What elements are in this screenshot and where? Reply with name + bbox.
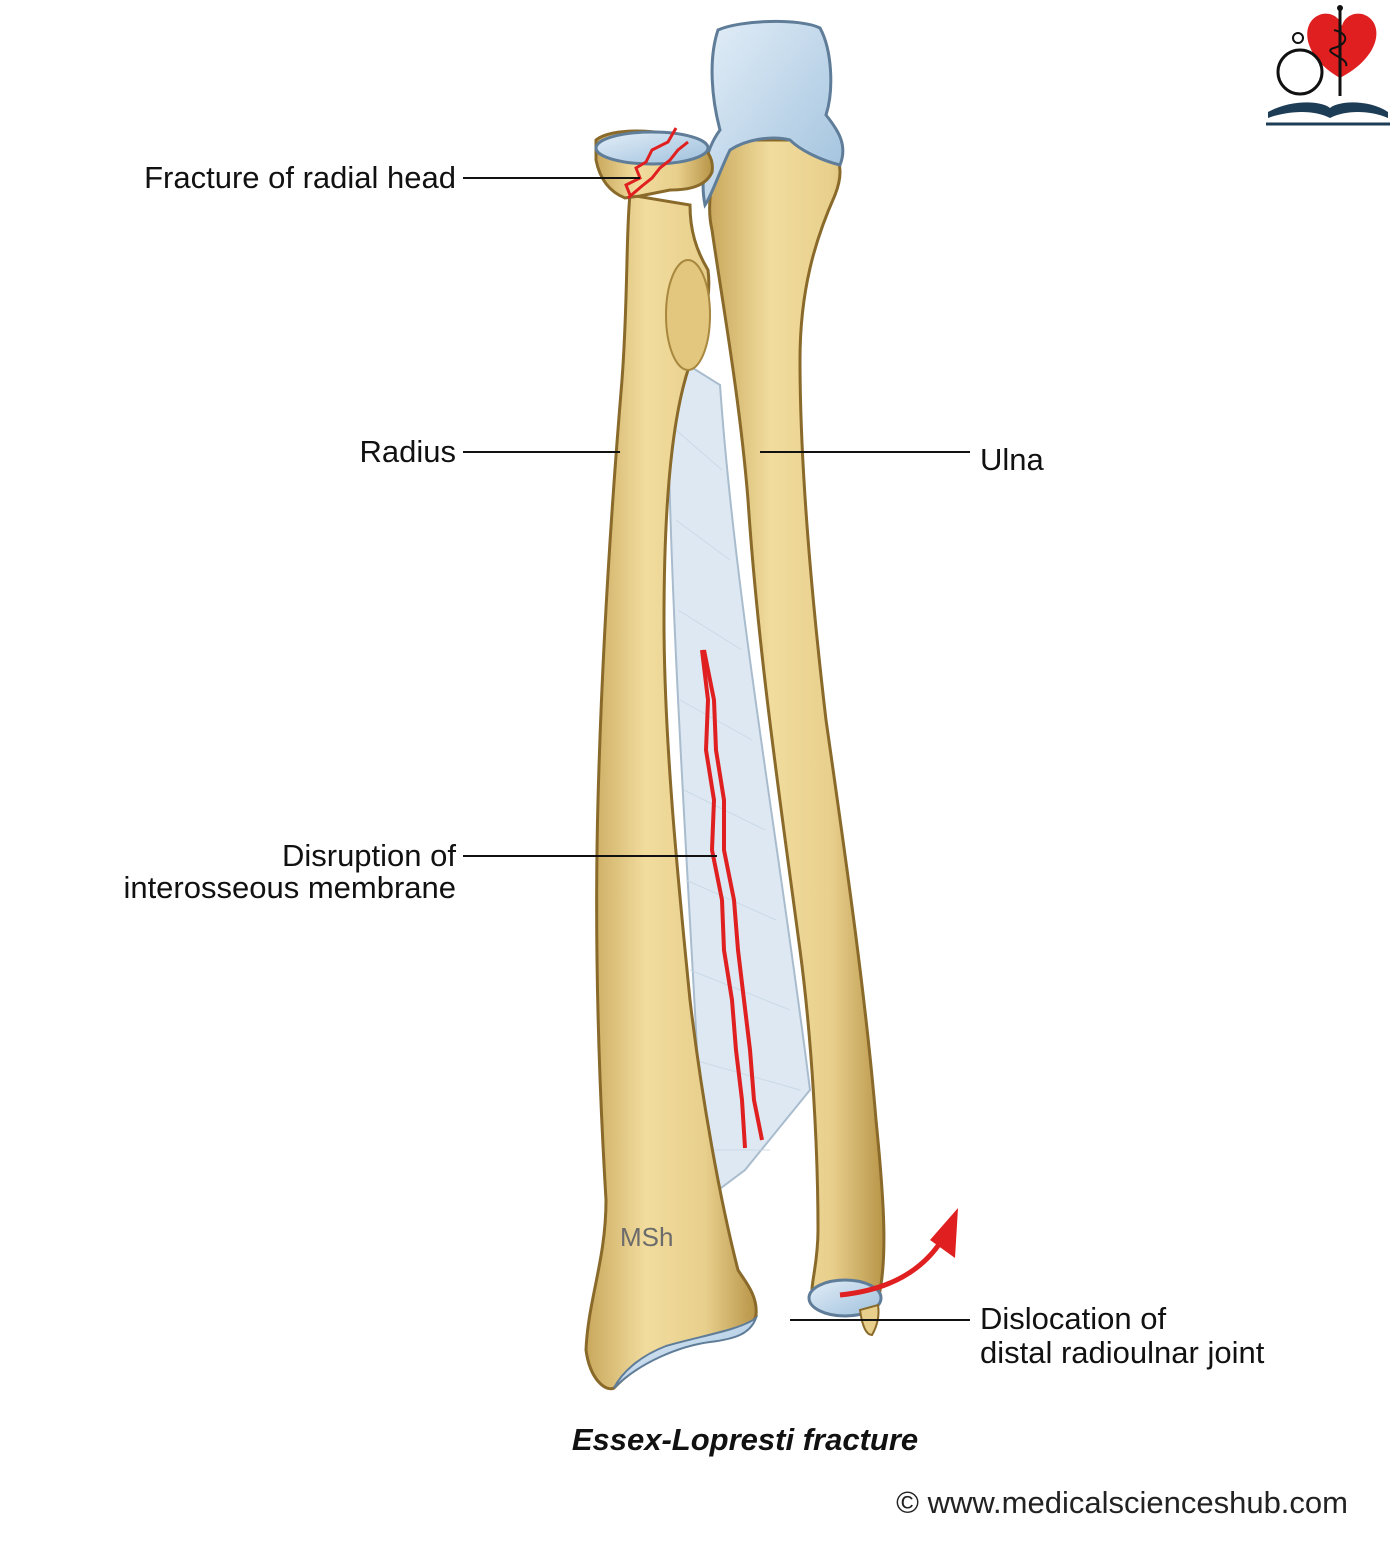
dislocation-arrow-shaft bbox=[839, 1233, 948, 1298]
membrane-tear-line-2 bbox=[702, 649, 764, 1141]
radial-head-fracture-line-2 bbox=[627, 140, 689, 200]
radial-tuberosity bbox=[665, 259, 711, 371]
label-fracture-of-radial-head: Fracture of radial head bbox=[144, 160, 456, 195]
label-radius: Radius bbox=[359, 434, 457, 469]
radial-head-cartilage bbox=[594, 130, 710, 166]
label-disruption-line-1: Disruption of bbox=[281, 838, 456, 873]
label-dislocation-line-2: distal radioulnar joint bbox=[980, 1335, 1265, 1370]
membrane-tear-line-1 bbox=[700, 649, 747, 1149]
label-dislocation-line-1: Dislocation of bbox=[980, 1301, 1167, 1336]
radial-head-fracture-line bbox=[624, 127, 678, 196]
membrane-fibers bbox=[675, 429, 801, 1151]
heart-caduceus-stethoscope-book-logo bbox=[1266, 5, 1390, 126]
interosseous-membrane bbox=[666, 363, 812, 1202]
figure-caption: Essex-Lopresti fracture bbox=[571, 1422, 919, 1457]
copyright-website: © www.medicalscienceshub.com bbox=[896, 1485, 1348, 1520]
label-ulna: Ulna bbox=[980, 442, 1044, 477]
watermark-msh: MSh bbox=[620, 1222, 674, 1252]
distal-radius-cartilage bbox=[613, 1315, 759, 1389]
dislocation-arrowhead-icon bbox=[930, 1208, 958, 1258]
label-disruption-line-2: interosseous membrane bbox=[123, 870, 456, 905]
leader-lines bbox=[463, 177, 970, 1321]
ulna-olecranon-cartilage bbox=[701, 19, 845, 209]
